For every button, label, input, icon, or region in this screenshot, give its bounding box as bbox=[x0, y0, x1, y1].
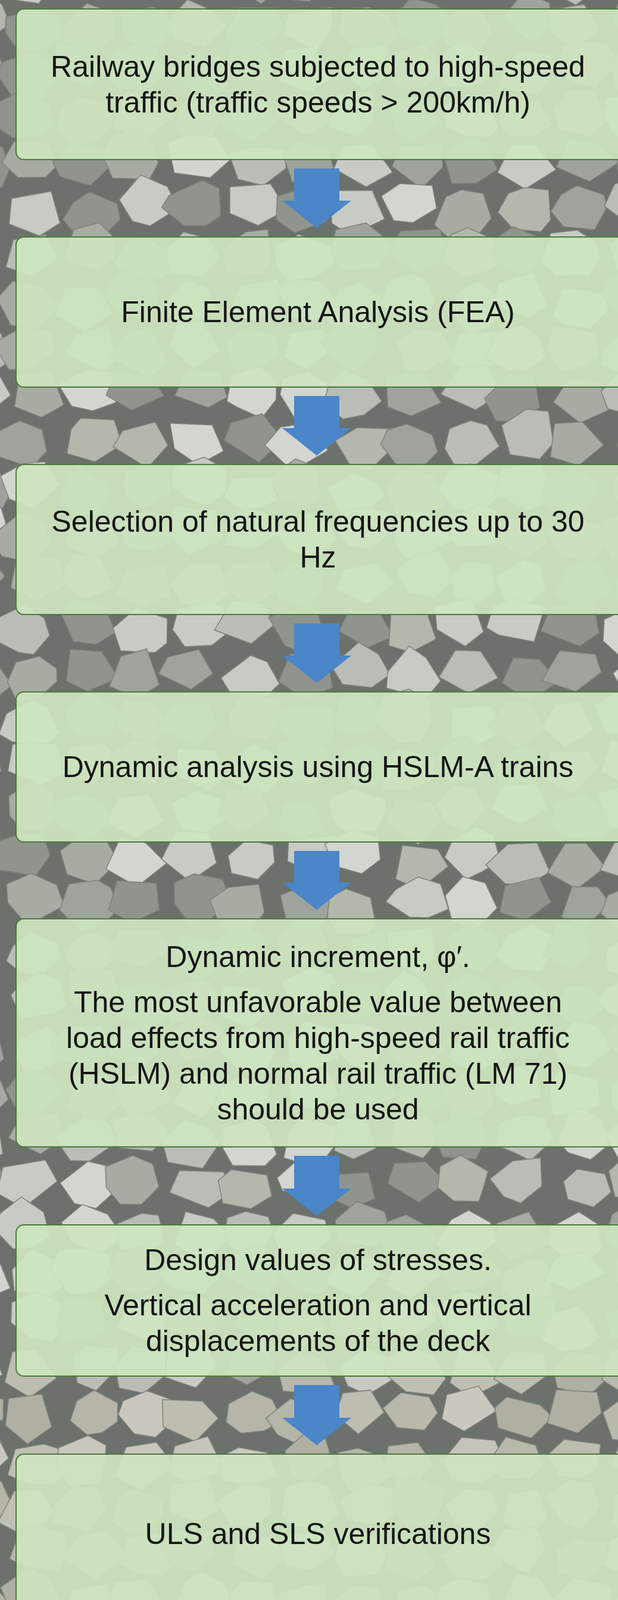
ballast-stone bbox=[0, 0, 49, 4]
box-text: Dynamic analysis using HSLM-A trains bbox=[62, 748, 574, 785]
ballast-stone bbox=[5, 1393, 52, 1444]
ballast-stone bbox=[335, 1389, 385, 1434]
process-box: ULS and SLS verifications bbox=[15, 1453, 618, 1600]
box-text-wrap: Dynamic increment, φ′. bbox=[28, 938, 608, 975]
ballast-stone bbox=[444, 420, 500, 468]
box-text-wrap: The most unfavorable value between load … bbox=[28, 984, 608, 1128]
box-text: Finite Element Analysis (FEA) bbox=[120, 294, 515, 330]
ballast-stone bbox=[169, 423, 224, 465]
flow-arrow bbox=[282, 623, 352, 683]
ballast-stone bbox=[0, 1390, 4, 1433]
ballast-stone bbox=[437, 1155, 488, 1202]
box-text: ULS and SLS verifications bbox=[145, 1515, 492, 1552]
process-box: Dynamic increment, φ′. The most unfavorab… bbox=[15, 918, 618, 1148]
ballast-stone bbox=[604, 178, 618, 229]
ballast-stone bbox=[441, 1386, 497, 1432]
ballast-stone bbox=[388, 612, 436, 652]
ballast-stone bbox=[108, 880, 160, 923]
process-box: Selection of natural frequencies up to 3… bbox=[15, 463, 618, 616]
ballast-stone bbox=[0, 1068, 9, 1117]
ballast-stone bbox=[381, 183, 437, 223]
ballast-stone bbox=[0, 1346, 3, 1387]
ballast-stone bbox=[382, 1391, 438, 1430]
ballast-stone bbox=[228, 839, 275, 880]
ballast-stone bbox=[0, 1253, 11, 1300]
ballast-stone bbox=[105, 837, 167, 888]
ballast-stone bbox=[608, 1158, 618, 1203]
ballast-stone bbox=[0, 746, 2, 791]
box-text: Railway bridges subjected to high-speed … bbox=[47, 48, 589, 121]
box-text-wrap: Vertical acceleration and vertical displ… bbox=[28, 1287, 608, 1359]
ballast-stone bbox=[489, 1157, 542, 1203]
ballast-stone bbox=[8, 191, 61, 236]
ballast-stone bbox=[66, 417, 123, 462]
box-text-wrap: Design values of stresses. bbox=[28, 1241, 608, 1278]
ballast-stone bbox=[0, 1026, 4, 1072]
ballast-stone bbox=[617, 420, 618, 465]
ballast-stone bbox=[500, 876, 551, 920]
ballast-stone bbox=[70, 1390, 118, 1435]
box-body-text: The most unfavorable value between load … bbox=[47, 984, 589, 1128]
ballast-stone bbox=[380, 423, 438, 470]
ballast-stone bbox=[161, 180, 221, 226]
ballast-stone bbox=[0, 1122, 3, 1163]
ballast-stone bbox=[600, 841, 618, 880]
ballast-stone bbox=[0, 369, 11, 415]
flow-arrow bbox=[282, 395, 352, 456]
box-text: Design values of stresses. bbox=[144, 1241, 492, 1278]
box-text: Selection of natural frequencies up to 3… bbox=[47, 503, 589, 576]
ballast-stone bbox=[541, 650, 602, 692]
ballast-stone bbox=[494, 1396, 553, 1438]
ballast-stone bbox=[603, 1398, 618, 1442]
ballast-stone bbox=[113, 422, 168, 468]
ballast-stone bbox=[162, 1399, 219, 1442]
ballast-stone bbox=[0, 420, 47, 468]
box-text-wrap: Dynamic analysis using HSLM-A trains bbox=[28, 748, 608, 785]
ballast-stone bbox=[231, 0, 286, 4]
ballast-stone bbox=[0, 1159, 58, 1209]
ballast-stone bbox=[563, 1168, 612, 1207]
ballast-stone bbox=[497, 187, 551, 232]
ballast-stone bbox=[158, 649, 213, 690]
box-body-text: Vertical acceleration and vertical displ… bbox=[47, 1287, 589, 1359]
ballast-stone bbox=[547, 1389, 602, 1434]
ballast-stone bbox=[438, 650, 498, 694]
process-box: Railway bridges subjected to high-speed … bbox=[15, 8, 618, 161]
ballast-stone bbox=[283, 0, 332, 2]
process-box: Design values of stresses. Vertical accel… bbox=[15, 1224, 618, 1377]
box-text-wrap: Railway bridges subjected to high-speed … bbox=[28, 48, 608, 121]
box-text: Dynamic increment, φ′. bbox=[165, 938, 470, 975]
flow-arrow bbox=[282, 850, 352, 910]
ballast-stone bbox=[387, 1161, 446, 1203]
flow-arrow bbox=[282, 1155, 352, 1216]
ballast-stone bbox=[547, 843, 606, 889]
ballast-stone bbox=[550, 421, 604, 465]
ballast-stone bbox=[276, 187, 327, 233]
ballast-stone bbox=[551, 185, 608, 230]
ballast-stone bbox=[109, 648, 160, 699]
box-text-wrap: ULS and SLS verifications bbox=[28, 1515, 608, 1552]
ballast-stone bbox=[0, 550, 5, 601]
box-text-wrap: Finite Element Analysis (FEA) bbox=[28, 294, 608, 330]
ballast-stone bbox=[0, 231, 1, 274]
ballast-stone bbox=[385, 876, 449, 919]
ballast-stone bbox=[218, 1169, 273, 1209]
ballast-stone bbox=[105, 1155, 159, 1205]
ballast-stone bbox=[6, 873, 65, 922]
process-box: Dynamic analysis using HSLM-A trains bbox=[15, 691, 618, 843]
ballast-stone bbox=[331, 642, 391, 688]
box-text-wrap: Selection of natural frequencies up to 3… bbox=[28, 503, 608, 576]
ballast-stone bbox=[485, 842, 551, 885]
flow-arrow bbox=[282, 168, 352, 229]
ballast-stone bbox=[501, 409, 554, 460]
process-box: Finite Element Analysis (FEA) bbox=[15, 236, 618, 388]
ballast-stone bbox=[317, 1172, 376, 1209]
ballast-stone bbox=[545, 0, 599, 5]
flow-arrow bbox=[282, 1384, 352, 1445]
